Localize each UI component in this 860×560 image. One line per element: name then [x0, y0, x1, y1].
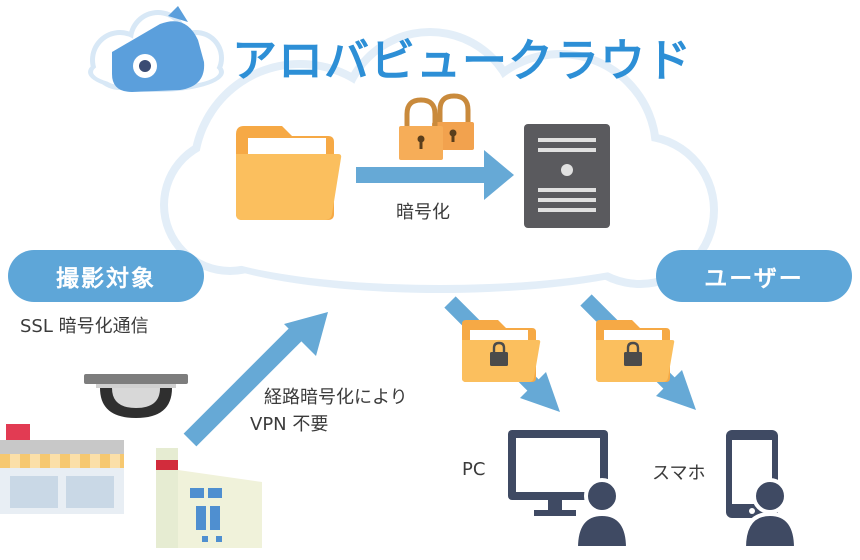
- person-pc-icon: [573, 478, 631, 550]
- store-icon: [0, 424, 124, 514]
- source-badge: 撮影対象: [8, 250, 204, 302]
- encrypt-arrow: [356, 150, 514, 200]
- cloud-folder-icon: [236, 126, 342, 220]
- upload-arrow: [183, 312, 328, 447]
- phone-label: スマホ: [652, 463, 706, 484]
- pc-label: PC: [462, 459, 486, 480]
- padlock-pair-icon: [399, 93, 474, 160]
- user-badge: ユーザー: [656, 250, 852, 302]
- person-phone-icon: [741, 478, 799, 550]
- factory-icon: [156, 448, 262, 548]
- desktop-monitor-icon: [508, 430, 608, 516]
- server-icon: [524, 124, 610, 228]
- locked-folder-pc-icon: [462, 320, 541, 382]
- upload-note-line1: 経路暗号化により: [264, 387, 408, 408]
- dome-camera-icon: [84, 374, 188, 418]
- encrypt-label: 暗号化: [396, 202, 450, 223]
- source-caption: SSL 暗号化通信: [20, 316, 149, 337]
- brand-title: アロバビュークラウド: [232, 34, 693, 87]
- upload-note-line2: VPN 不要: [250, 414, 329, 435]
- locked-folder-phone-icon: [596, 320, 675, 382]
- cloud-camera-icon: [88, 6, 224, 92]
